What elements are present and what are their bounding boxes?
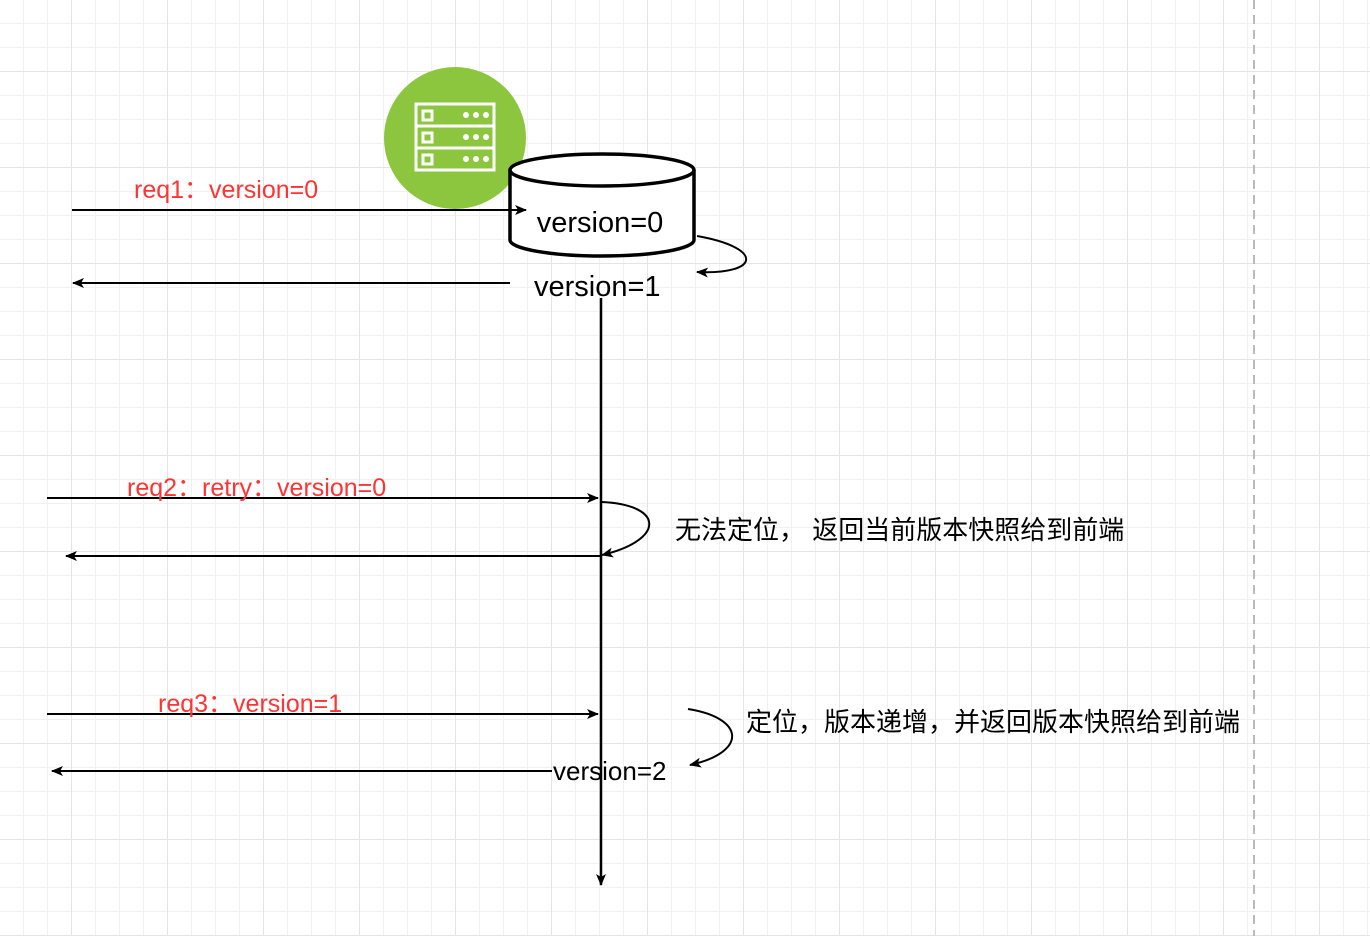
req3-loop-arrow [687, 708, 734, 768]
req2-note: 无法定位， 返回当前版本快照给到前端 [675, 515, 1124, 545]
self-update-arrow [696, 235, 747, 278]
req2-label: req2：retry：version=0 [127, 474, 386, 502]
req3-note: 定位，版本递增，并返回版本快照给到前端 [746, 707, 1240, 737]
req3-label: req3：version=1 [158, 690, 342, 718]
db-version-label: version=0 [537, 207, 664, 239]
req1-label: req1：version=0 [134, 176, 318, 204]
resp1-version-label: version=1 [534, 271, 661, 303]
server-badge-circle [384, 67, 526, 209]
server-badge [384, 67, 526, 209]
req2-loop-arrow [601, 501, 650, 558]
server-rack-icon [414, 102, 496, 172]
resp3-version-label: version=2 [553, 756, 666, 786]
database-cylinder [508, 152, 696, 258]
